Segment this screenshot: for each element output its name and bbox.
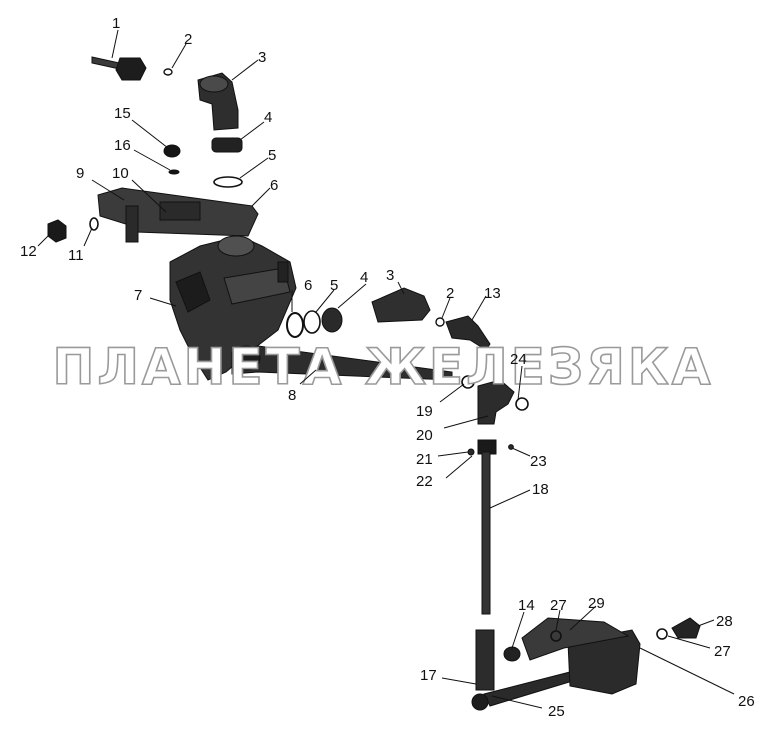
part-24-ring (515, 397, 529, 411)
part-2-ring (163, 68, 173, 76)
callout-2: 2 (184, 31, 192, 48)
part-17-coupling (475, 629, 495, 691)
callout-24: 24 (510, 351, 527, 368)
callout-6b: 6 (304, 277, 312, 294)
callout-2b: 2 (446, 285, 454, 302)
callout-29: 29 (588, 595, 605, 612)
callout-15: 15 (114, 105, 131, 122)
part-22-screw (467, 448, 475, 456)
part-20-coupling (477, 379, 515, 425)
callout-19: 19 (416, 403, 433, 420)
callout-4: 4 (264, 109, 272, 126)
part-27-washer-a (550, 630, 562, 642)
part-12-nut (47, 219, 67, 243)
callout-28: 28 (716, 613, 733, 630)
callout-20: 20 (416, 427, 433, 444)
callout-3: 3 (258, 49, 266, 66)
callout-18: 18 (532, 481, 549, 498)
part-9-bracket (97, 187, 259, 243)
callout-5b: 5 (330, 277, 338, 294)
callout-7: 7 (134, 287, 142, 304)
callout-11: 11 (68, 247, 84, 264)
part-5-ring-b (303, 310, 321, 334)
part-6-ring-b (286, 312, 304, 338)
callout-27b: 27 (714, 643, 731, 660)
part-4-nut (211, 137, 243, 153)
callout-3b: 3 (386, 267, 394, 284)
callout-21: 21 (416, 451, 433, 468)
callout-26: 26 (738, 693, 755, 710)
part-13-bolt (445, 315, 491, 351)
part-14-bolt (503, 646, 521, 662)
part-26-block (567, 629, 641, 695)
callout-27a: 27 (550, 597, 567, 614)
part-3-elbow-b (371, 287, 431, 323)
part-28-bolt (671, 617, 701, 639)
part-1-bolt (91, 56, 147, 81)
part-11-washer (89, 217, 99, 231)
callout-25: 25 (548, 703, 565, 720)
part-8-lever (231, 345, 453, 381)
leader-lines (37, 29, 735, 709)
callout-22: 22 (416, 473, 433, 490)
callout-5: 5 (268, 147, 276, 164)
callout-9: 9 (76, 165, 84, 182)
part-18-rod (481, 451, 491, 615)
part-27-washer-b (656, 628, 668, 640)
part-7-valve (169, 235, 297, 381)
callout-12: 12 (20, 243, 37, 260)
callout-8: 8 (288, 387, 296, 404)
parts-group (47, 56, 701, 711)
part-16-washer (168, 169, 180, 175)
part-3-elbow (197, 72, 239, 131)
callout-6: 6 (270, 177, 278, 194)
part-5-ring (213, 176, 243, 188)
callout-13: 13 (484, 285, 501, 302)
callout-4b: 4 (360, 269, 368, 286)
part-29-bracket (521, 617, 630, 661)
part-2-ring-b (435, 317, 445, 327)
part-19-washer (461, 375, 475, 389)
watermark: ПЛАНЕТА ЖЕЛЕЗЯКА (53, 338, 714, 396)
callout-16: 16 (114, 137, 131, 154)
callout-23: 23 (530, 453, 547, 470)
part-4-nut-b (321, 307, 343, 333)
callout-14: 14 (518, 597, 535, 614)
callout-10: 10 (112, 165, 129, 182)
callout-17: 17 (420, 667, 437, 684)
callout-numbers: 1 2 3 4 5 6 15 16 9 10 12 11 7 8 6 5 4 3… (20, 15, 755, 720)
callout-1: 1 (112, 15, 120, 32)
